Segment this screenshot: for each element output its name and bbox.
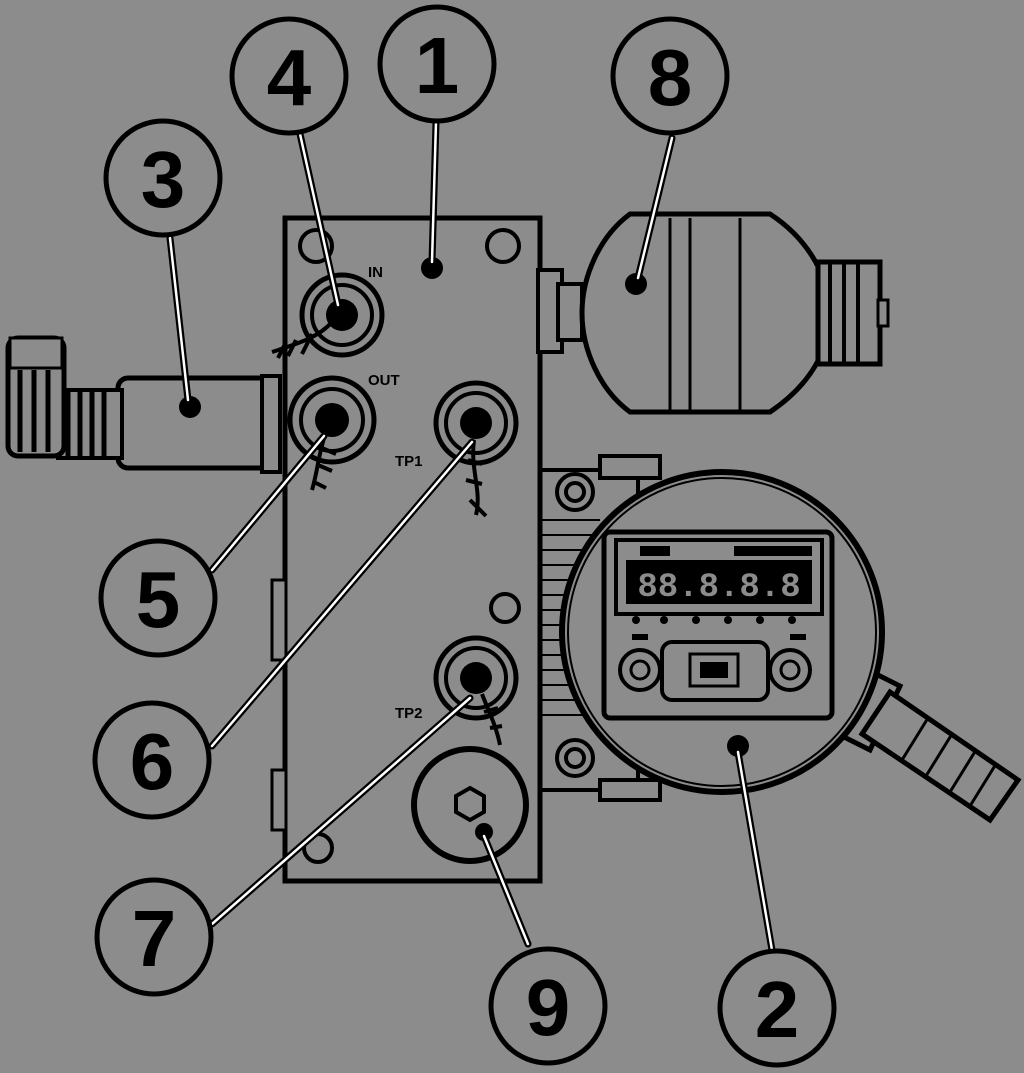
port-tp2 bbox=[433, 635, 519, 746]
display-screen bbox=[626, 560, 812, 604]
pressure-sensor: 88.8.8.8 bbox=[559, 469, 1022, 824]
callout-4: 4 bbox=[229, 16, 349, 136]
port-label-tp1: TP1 bbox=[395, 453, 423, 470]
callout-6: 6 bbox=[92, 700, 212, 820]
callout-7: 7 bbox=[94, 877, 214, 997]
right-button-icon bbox=[768, 648, 812, 692]
callout-3: 3 bbox=[103, 118, 223, 238]
solenoid-coil-ribs bbox=[17, 370, 107, 458]
display-readout: 88.8.8.8 bbox=[637, 569, 800, 607]
leader-lines-inner bbox=[168, 120, 774, 952]
marker-dot-1 bbox=[421, 257, 443, 279]
port-label-in: IN bbox=[368, 264, 383, 281]
callout-1-label: 1 bbox=[415, 21, 460, 110]
sensor-cable-gland bbox=[838, 668, 1022, 824]
callout-8-label: 8 bbox=[648, 33, 693, 122]
left-button-icon bbox=[618, 648, 662, 692]
callout-6-label: 6 bbox=[130, 717, 175, 806]
callout-2: 2 bbox=[717, 948, 837, 1068]
callout-5: 5 bbox=[98, 538, 218, 658]
callout-9-label: 9 bbox=[526, 963, 571, 1052]
mount-hole-middle-right bbox=[489, 592, 521, 624]
mount-hole-top-left bbox=[298, 228, 334, 264]
callout-7-label: 7 bbox=[132, 894, 177, 983]
callout-4-label: 4 bbox=[267, 33, 312, 122]
port-out bbox=[287, 375, 377, 491]
drain-plug bbox=[411, 746, 529, 864]
callout-3-label: 3 bbox=[141, 135, 186, 224]
callout-2-label: 2 bbox=[755, 965, 800, 1054]
accumulator-cap-ribs bbox=[828, 262, 860, 364]
port-tp1 bbox=[433, 380, 519, 518]
indicator-dots bbox=[632, 616, 806, 640]
callout-9: 9 bbox=[488, 946, 608, 1066]
callout-5-label: 5 bbox=[136, 555, 181, 644]
port-in bbox=[271, 272, 385, 359]
mount-hole-top-right bbox=[485, 228, 521, 264]
callout-1: 1 bbox=[377, 4, 497, 124]
port-label-tp2: TP2 bbox=[395, 705, 423, 722]
callout-8: 8 bbox=[610, 16, 730, 136]
port-label-out: OUT bbox=[368, 372, 400, 389]
marker-dot-2 bbox=[727, 735, 749, 757]
